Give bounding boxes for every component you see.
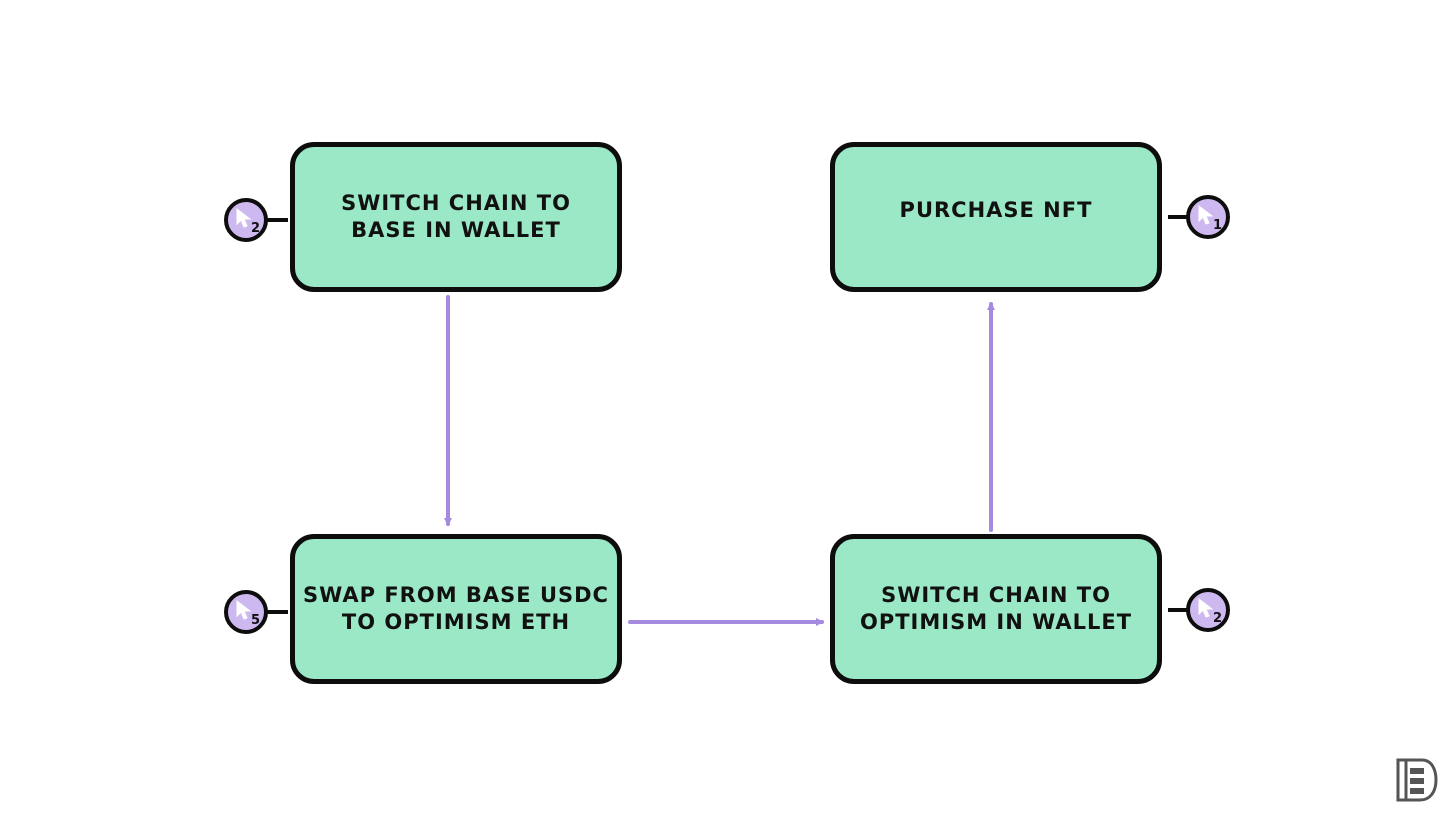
step-switch-chain-optimism: SWITCH CHAIN TO OPTIMISM IN WALLET xyxy=(830,534,1162,684)
step-label: PURCHASE NFT xyxy=(899,197,1093,222)
click-count-badge: 2 xyxy=(224,198,294,250)
click-count: 2 xyxy=(250,221,260,236)
step-label: SWITCH CHAIN TO BASE IN WALLET xyxy=(341,191,571,242)
click-count-badge: 1 xyxy=(1164,195,1234,247)
click-count: 2 xyxy=(1212,611,1222,626)
step-switch-chain-base: SWITCH CHAIN TO BASE IN WALLET xyxy=(290,142,622,292)
step-purchase-nft: PURCHASE NFT xyxy=(830,142,1162,292)
click-count: 5 xyxy=(250,613,260,628)
cursor-pointer-icon xyxy=(236,208,252,228)
step-label: SWITCH CHAIN TO OPTIMISM IN WALLET xyxy=(859,583,1133,634)
cursor-pointer-icon xyxy=(236,600,252,620)
click-count: 1 xyxy=(1212,218,1222,233)
step-label: SWAP FROM BASE USDC TO OPTIMISM ETH xyxy=(303,583,609,634)
step-swap: SWAP FROM BASE USDC TO OPTIMISM ETH xyxy=(290,534,622,684)
click-count-badge: 5 xyxy=(224,590,294,642)
publisher-logo-icon xyxy=(1396,758,1438,802)
click-count-badge: 2 xyxy=(1164,588,1234,640)
cursor-pointer-icon xyxy=(1198,205,1214,225)
cursor-pointer-icon xyxy=(1198,598,1214,618)
